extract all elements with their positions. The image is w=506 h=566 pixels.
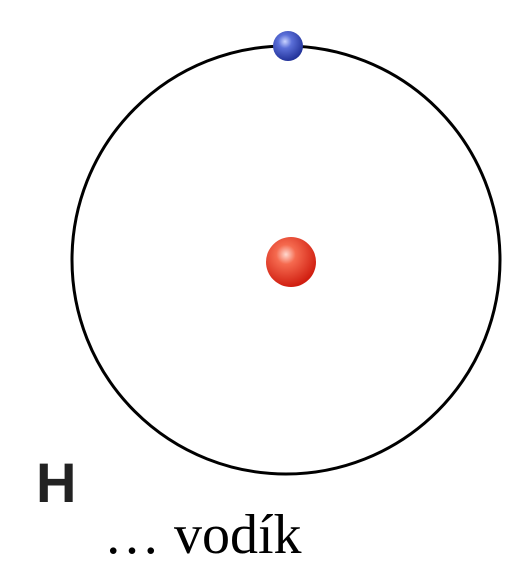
caption: … vodík bbox=[104, 504, 302, 566]
nucleus-proton bbox=[266, 237, 316, 287]
electron bbox=[273, 31, 303, 61]
element-symbol: H bbox=[36, 451, 77, 514]
